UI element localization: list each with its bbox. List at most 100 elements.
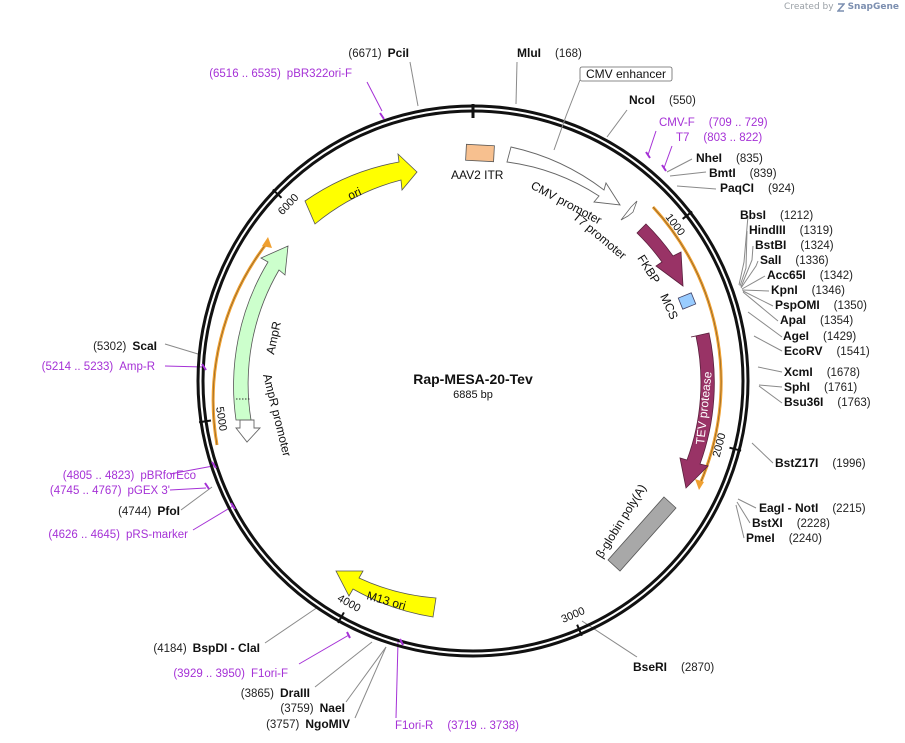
plasmid-size: 6885 bp <box>453 389 493 401</box>
site-label: PaqCI <box>720 181 754 195</box>
primer-label: CMV-F <box>659 117 695 129</box>
site-label: BseRI <box>633 660 667 674</box>
svg-text:SphI(1761): SphI(1761) <box>784 380 857 394</box>
site-label: NheI <box>696 151 722 165</box>
plasmid-name: Rap-MESA-20-Tev <box>413 371 533 387</box>
primer-label: F1ori-F <box>251 668 288 680</box>
svg-text:BstZ17I(1996): BstZ17I(1996) <box>775 456 866 470</box>
site-label: EcoRV <box>784 344 822 358</box>
tev-orf-arrow-icon <box>695 479 704 490</box>
svg-text:(3757)NgoMIV: (3757)NgoMIV <box>266 717 350 731</box>
ampr-orf-arc-edge <box>212 242 268 446</box>
primer-labels: CMV-F(709 .. 729) T7(803 .. 822) F1ori-R… <box>42 68 768 732</box>
tick-mark <box>682 210 693 220</box>
site-label: NcoI <box>629 93 655 107</box>
mcs-feature[interactable] <box>677 292 697 310</box>
primer-label: F1ori-R <box>395 720 433 732</box>
m13-ori-feature[interactable] <box>335 570 437 618</box>
watermark-prefix: Created by <box>784 2 834 12</box>
watermark-brand: SnapGene <box>847 2 899 12</box>
svg-text:PmeI(2240): PmeI(2240) <box>746 531 822 545</box>
svg-text:BstBI(1324): BstBI(1324) <box>755 238 834 252</box>
site-label: Acc65I <box>767 268 806 282</box>
svg-text:CMV enhancer: CMV enhancer <box>586 67 666 81</box>
ampr-label: AmpR <box>263 320 284 356</box>
svg-text:(3865)DraIII: (3865)DraIII <box>241 686 310 700</box>
primer-label: pBR322ori-F <box>287 68 352 80</box>
site-label: DraIII <box>280 686 310 700</box>
svg-text:KpnI(1346): KpnI(1346) <box>771 283 845 297</box>
site-label: PciI <box>388 46 409 60</box>
svg-text:Bsu36I(1763): Bsu36I(1763) <box>784 395 871 409</box>
svg-text:NcoI(550): NcoI(550) <box>629 93 696 107</box>
svg-text:PspOMI(1350): PspOMI(1350) <box>775 298 867 312</box>
fkbp-feature[interactable] <box>636 223 684 287</box>
primer-label: pRS-marker <box>126 529 188 541</box>
mcs-label: MCS <box>657 292 681 322</box>
svg-text:Acc65I(1342): Acc65I(1342) <box>767 268 853 282</box>
svg-text:(4184)BspDI - ClaI: (4184)BspDI - ClaI <box>153 641 260 655</box>
site-label: ApaI <box>780 313 806 327</box>
svg-text:AgeI(1429): AgeI(1429) <box>783 329 856 343</box>
svg-text:BstXI(2228): BstXI(2228) <box>752 516 830 530</box>
ori-label: ori <box>346 185 364 203</box>
svg-text:MluI(168): MluI(168) <box>517 46 582 60</box>
aav2-itr-feature[interactable] <box>465 143 495 163</box>
site-label: PfoI <box>157 504 180 518</box>
svg-text:PaqCI(924): PaqCI(924) <box>720 181 795 195</box>
tev-protease-feature[interactable] <box>679 332 715 489</box>
svg-text:BmtI(839): BmtI(839) <box>709 166 777 180</box>
snapgene-watermark: Created by SnapGene <box>784 2 899 12</box>
beta-globin-polya-feature[interactable] <box>607 496 677 572</box>
cmv-enhancer-label: CMV enhancer <box>553 66 673 151</box>
svg-text:(3929 .. 3950)F1ori-F: (3929 .. 3950)F1ori-F <box>173 668 288 680</box>
cmv-promoter-feature[interactable] <box>506 146 621 206</box>
site-label: SphI <box>784 380 810 394</box>
snapgene-logo-icon <box>836 2 845 12</box>
site-label: XcmI <box>784 365 813 379</box>
site-leader-lines <box>164 61 783 719</box>
svg-text:T7(803 .. 822): T7(803 .. 822) <box>676 132 762 144</box>
ampr-promoter-feature[interactable] <box>235 419 262 443</box>
aav2-itr-label: AAV2 ITR <box>451 168 504 182</box>
tick-mark <box>272 188 283 199</box>
site-label: NgoMIV <box>305 717 350 731</box>
tick-label: 5000 <box>213 406 229 432</box>
svg-text:NheI(835): NheI(835) <box>696 151 763 165</box>
site-label: BmtI <box>709 166 736 180</box>
site-label: BstXI <box>752 516 783 530</box>
tick-mark <box>198 419 212 424</box>
site-label: AgeI <box>783 329 809 343</box>
site-label: BspDI - ClaI <box>193 641 260 655</box>
ori-feature[interactable] <box>304 152 418 225</box>
svg-text:(3759)NaeI: (3759)NaeI <box>280 701 345 715</box>
svg-text:XcmI(1678): XcmI(1678) <box>784 365 860 379</box>
primer-marks <box>201 112 667 646</box>
primer-leader-lines <box>164 81 673 719</box>
svg-text:ApaI(1354): ApaI(1354) <box>780 313 853 327</box>
ampr-feature[interactable] <box>233 245 289 421</box>
site-label: ScaI <box>132 339 157 353</box>
tick-mark <box>729 446 742 452</box>
site-label: KpnI <box>771 283 798 297</box>
site-label: NaeI <box>320 701 345 715</box>
site-label: PmeI <box>746 531 775 545</box>
site-label: HindIII <box>749 223 786 237</box>
site-label: PspOMI <box>775 298 820 312</box>
site-label: Bsu36I <box>784 395 823 409</box>
svg-text:(4745 .. 4767)pGEX 3': (4745 .. 4767)pGEX 3' <box>50 485 170 497</box>
t7-promoter-feature[interactable] <box>620 200 638 221</box>
site-label: BstBI <box>755 238 786 252</box>
primer-label: T7 <box>676 132 689 144</box>
tick-mark <box>576 624 583 637</box>
svg-text:BseRI(2870): BseRI(2870) <box>633 660 714 674</box>
primer-label: pGEX 3' <box>128 485 170 497</box>
site-label: SalI <box>760 253 781 267</box>
svg-text:(5214 .. 5233)Amp-R: (5214 .. 5233)Amp-R <box>42 361 155 373</box>
svg-text:(4744)PfoI: (4744)PfoI <box>118 504 180 518</box>
site-label: BbsI <box>740 208 766 222</box>
primer-label: pBRforEco <box>140 470 196 482</box>
svg-text:(5302)ScaI: (5302)ScaI <box>93 339 157 353</box>
svg-text:F1ori-R(3719 .. 3738): F1ori-R(3719 .. 3738) <box>395 720 519 732</box>
